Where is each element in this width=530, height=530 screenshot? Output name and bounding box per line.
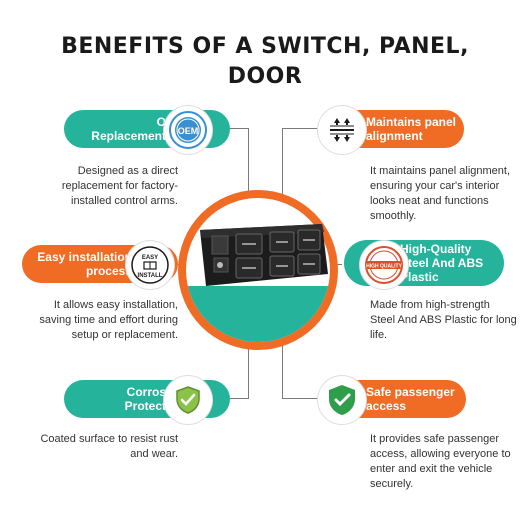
easy-install-icon: EASY INSTALL — [126, 241, 174, 289]
feature-high-quality-label-line3: Plastic — [400, 270, 439, 284]
connector-line — [282, 128, 283, 206]
feature-high-quality-description: Made from high-strength Steel And ABS Pl… — [370, 299, 517, 341]
page-title-line2: DOOR — [227, 64, 303, 89]
feature-safe-access-label-line2: access — [366, 399, 407, 413]
connector-line — [282, 398, 322, 399]
connector-line — [282, 340, 283, 398]
feature-easy-install-description: It allows easy installation, saving time… — [39, 299, 178, 341]
safe-check-shield-icon — [318, 376, 366, 424]
feature-alignment-description: It maintains panel alignment, ensuring y… — [370, 165, 511, 222]
window-switch-panel-image — [200, 224, 328, 286]
shield-check-icon — [164, 376, 212, 424]
connector-line — [228, 128, 248, 129]
feature-alignment-label-line2: alignment — [366, 129, 423, 143]
easy-badge-top-text: EASY — [142, 255, 158, 261]
feature-high-quality-label-line1: High-Quality — [400, 242, 472, 256]
connector-line — [248, 128, 249, 206]
feature-easy-install-label-line1: Easy installation — [37, 250, 132, 264]
high-quality-badge-text: HIGH QUALITY — [366, 264, 402, 270]
feature-easy-install-label-line2: process — [85, 264, 132, 278]
feature-alignment-label-line1: Maintains panel — [366, 115, 457, 129]
feature-high-quality-label-line2: Steel And ABS — [400, 256, 484, 270]
connector-line — [282, 128, 322, 129]
easy-badge-bottom-text: INSTALL — [138, 273, 163, 279]
feature-corrosion-description: Coated surface to resist rust and wear. — [40, 433, 178, 460]
oem-seal-icon: OEM — [164, 106, 212, 154]
connector-line — [248, 340, 249, 398]
center-teal-backdrop — [186, 198, 330, 342]
alignment-arrows-icon — [318, 106, 366, 154]
connector-line — [225, 398, 249, 399]
feature-oem-description: Designed as a direct replacement for fac… — [61, 165, 178, 207]
page-title-line1: BENEFITS OF A SWITCH, PANEL, — [61, 34, 469, 59]
feature-oem-label-line2: Replacement Fit — [91, 129, 184, 143]
high-quality-stamp-icon: HIGH QUALITY — [360, 241, 408, 289]
feature-safe-access-label-line1: Safe passenger — [366, 385, 455, 399]
oem-badge-text: OEM — [178, 126, 199, 136]
feature-safe-access-description: It provides safe passenger access, allow… — [370, 433, 511, 490]
